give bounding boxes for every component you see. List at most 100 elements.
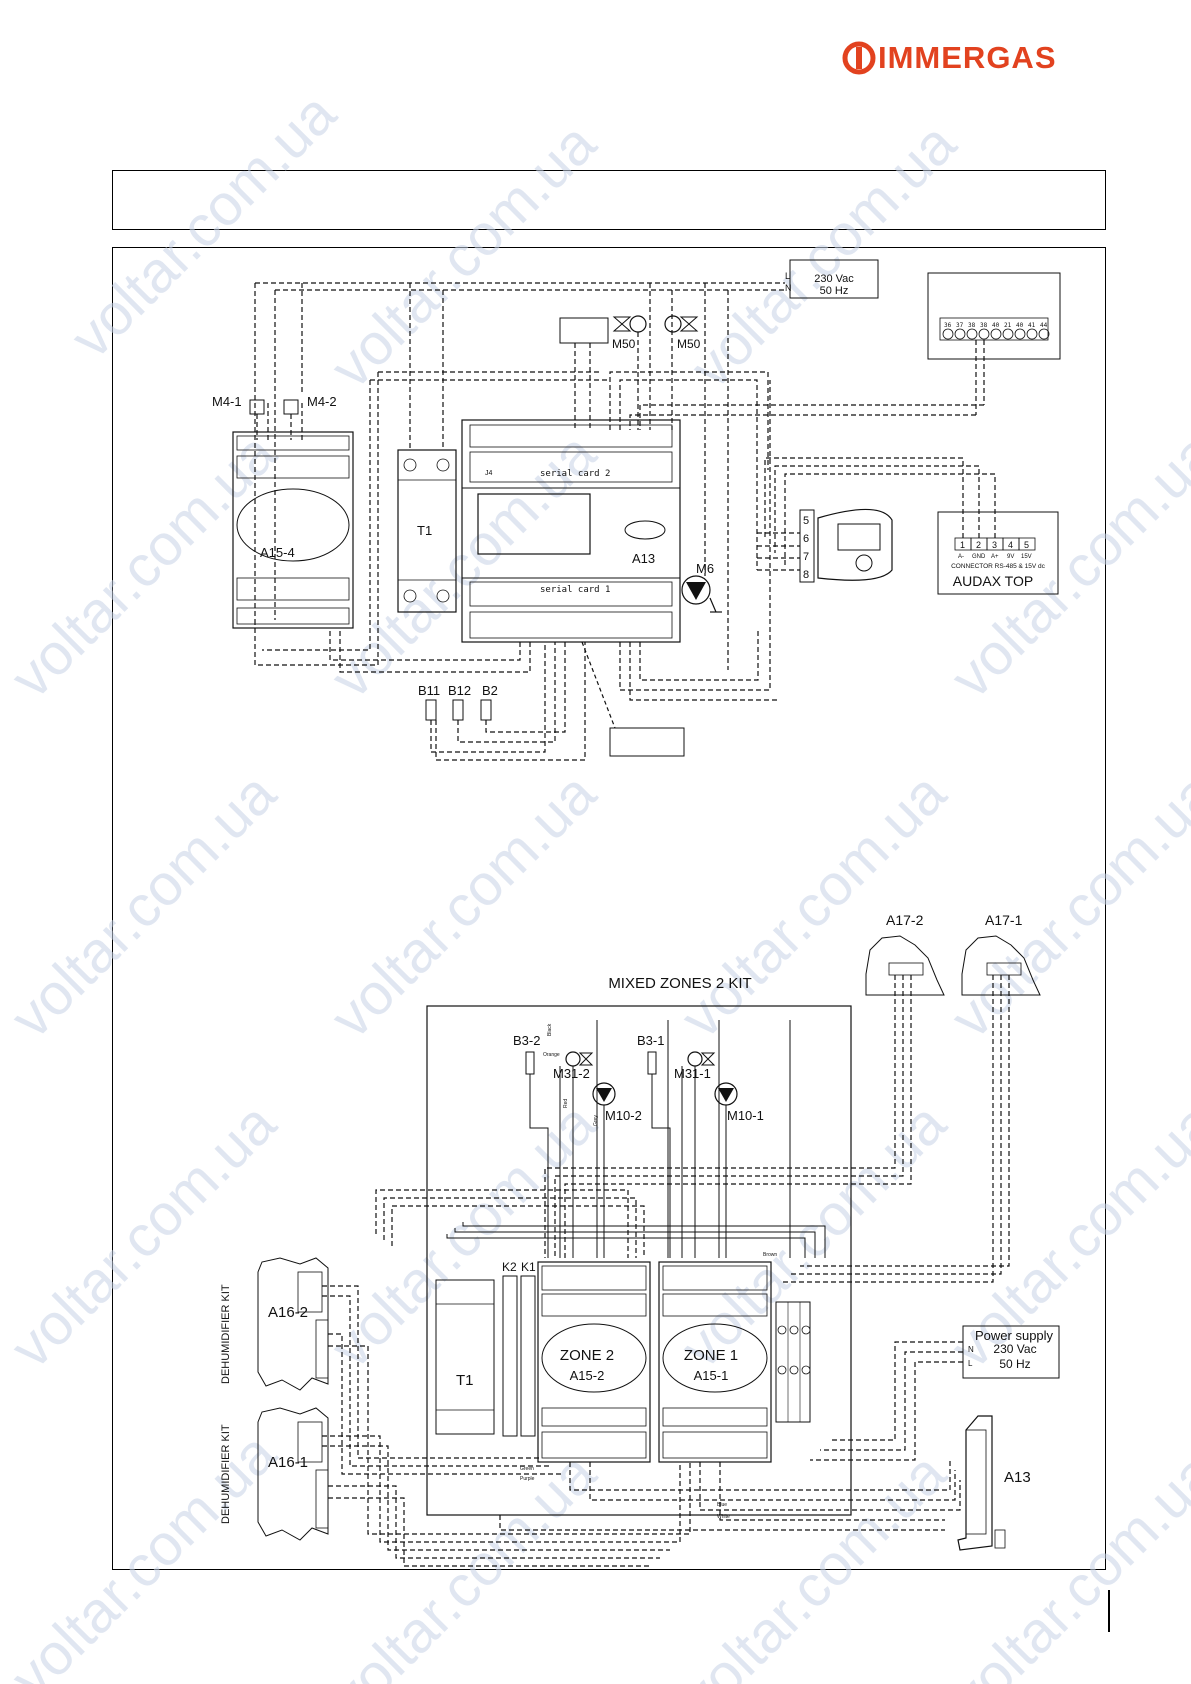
b12-label: B12: [448, 683, 471, 698]
power-supply-frequency: 50 Hz: [999, 1357, 1030, 1371]
watermark-10: voltar.com.ua: [938, 760, 1191, 1050]
a16-2-wire-3: [328, 1333, 562, 1475]
module-a15-1: [658, 1261, 772, 1463]
wire-color-white-1: White: [717, 1514, 730, 1520]
serial-card-1-label: serial card 1: [540, 585, 610, 595]
relay-m4-1: [249, 399, 265, 415]
wire-color-grey-1: Grey: [593, 1115, 599, 1126]
a16-1-wire-2: [322, 1445, 670, 1551]
a17-1-label: A17-1: [985, 912, 1023, 928]
wire-color-green-1: Green: [520, 1466, 534, 1472]
k2-label: K2: [502, 1260, 517, 1274]
watermark-layer: voltar.com.ua voltar.com.ua voltar.com.u…: [0, 80, 1191, 1684]
wire-color-black-1: Black: [547, 1023, 553, 1036]
b11-wire: [430, 642, 546, 753]
terminal-40b: 40: [1016, 322, 1024, 329]
watermark-11: voltar.com.ua: [0, 1090, 289, 1380]
remote-pin-5: 5: [803, 515, 809, 527]
power-supply-n: N: [968, 1345, 974, 1354]
terminal-38b: 38: [980, 322, 988, 329]
bus-wire-a-run: [629, 414, 976, 430]
relay-k1: [520, 1275, 536, 1437]
a16-1-wire-4: [328, 1497, 650, 1567]
audax-pin-name-5: 15V: [1021, 554, 1032, 560]
audax-top-label: AUDAX TOP: [953, 573, 1033, 589]
terminal-40a: 40: [992, 322, 1000, 329]
a15-4-label: A15-4: [260, 545, 295, 560]
audax-pin-5: 5: [1024, 540, 1029, 550]
remote-pin-7: 7: [803, 551, 809, 563]
watermark-12: voltar.com.ua: [318, 1090, 608, 1380]
a13-lower-label: A13: [1004, 1469, 1031, 1486]
audax-pin-name-4: 9V: [1007, 554, 1014, 560]
a15-4-lower-strip: [236, 577, 350, 601]
transformer-t1: [397, 449, 457, 613]
valve-m31-1: [687, 1051, 703, 1067]
sensor-b3-1: [647, 1051, 657, 1075]
b3-2-label: B3-2: [513, 1033, 540, 1048]
power-supply-l: L: [968, 1359, 973, 1368]
audax-top-box: [937, 511, 1059, 595]
terminal-21: 21: [1004, 322, 1012, 329]
m50-a-label: M50: [612, 337, 636, 351]
power-supply-title: Power supply: [975, 1328, 1054, 1343]
relay-m4-2: [283, 399, 299, 415]
sensor-b12: [452, 699, 464, 721]
a16-2-wire-4: [328, 1345, 691, 1535]
dehumidifier-a16-1: [257, 1407, 329, 1541]
b3-1-label: B3-1: [637, 1033, 664, 1048]
wire-color-red-1: Red: [563, 1099, 569, 1108]
audax-wire-1: [764, 457, 964, 540]
valve-m31-2: [565, 1051, 581, 1067]
audax-pin-2: 2: [976, 540, 981, 550]
audax-wire-2: [774, 465, 980, 553]
a17-1-wire-2: [790, 975, 1002, 1275]
supply-n-label: N: [785, 283, 792, 293]
watermark-7: voltar.com.ua: [0, 760, 289, 1050]
a13-serial-card-1: [469, 581, 673, 607]
a15-1-label: A15-1: [694, 1368, 729, 1383]
t1-upper-label: T1: [417, 523, 432, 538]
right-return-wire: [619, 380, 771, 691]
terminal-44: 44: [1040, 322, 1048, 329]
watermark-2: voltar.com.ua: [318, 110, 608, 400]
a15-4-display: [236, 488, 350, 562]
a13-link-2: [589, 1462, 956, 1501]
terminal-strip: [939, 317, 1049, 341]
transformer-t1-lower: [435, 1279, 495, 1435]
a17-2-wire-1: [544, 975, 896, 1258]
audax-pin-name-2: GND: [972, 554, 986, 560]
wire-color-blue-1: Blue: [717, 1502, 727, 1508]
diagram-frame: [112, 247, 1106, 1570]
watermark-18: voltar.com.ua: [938, 1440, 1191, 1684]
a16-1-label: A16-1: [268, 1454, 308, 1471]
terminal-41: 41: [1028, 322, 1036, 329]
b3-2-wire: [529, 1074, 549, 1258]
wire-color-brown-1: Brown: [763, 1252, 777, 1258]
t1-lower-label: T1: [456, 1372, 474, 1389]
power-supply-wire-1: [830, 1341, 963, 1441]
a16-2-label: A16-2: [268, 1304, 308, 1321]
b11-label: B11: [418, 683, 440, 698]
loop-wire-1: [254, 372, 379, 666]
terminal-36: 36: [944, 322, 952, 329]
a13-link-1: [569, 1460, 951, 1491]
upper-diagram: [232, 259, 1061, 761]
module-a15-4: [232, 431, 354, 629]
bus-ctrl-remote-b: [609, 371, 769, 470]
watermark-9: voltar.com.ua: [668, 760, 958, 1050]
watermark-17: voltar.com.ua: [668, 1440, 958, 1684]
a16-2-wire-2: [322, 1295, 552, 1467]
watermark-16: voltar.com.ua: [318, 1440, 608, 1684]
a13-top-terminals: [469, 424, 673, 448]
audax-pin-name-1: A-: [958, 554, 964, 560]
j4-label: J4: [485, 470, 493, 477]
a15-2-display: [541, 1323, 647, 1393]
b2-wire: [485, 642, 566, 733]
wire-color-orange-1: Orange: [543, 1052, 560, 1058]
audax-wire-3: [784, 473, 996, 566]
loop-upper-2: [383, 1197, 637, 1258]
b12-wire: [457, 642, 556, 743]
a17-1-wire-1: [780, 975, 994, 1283]
